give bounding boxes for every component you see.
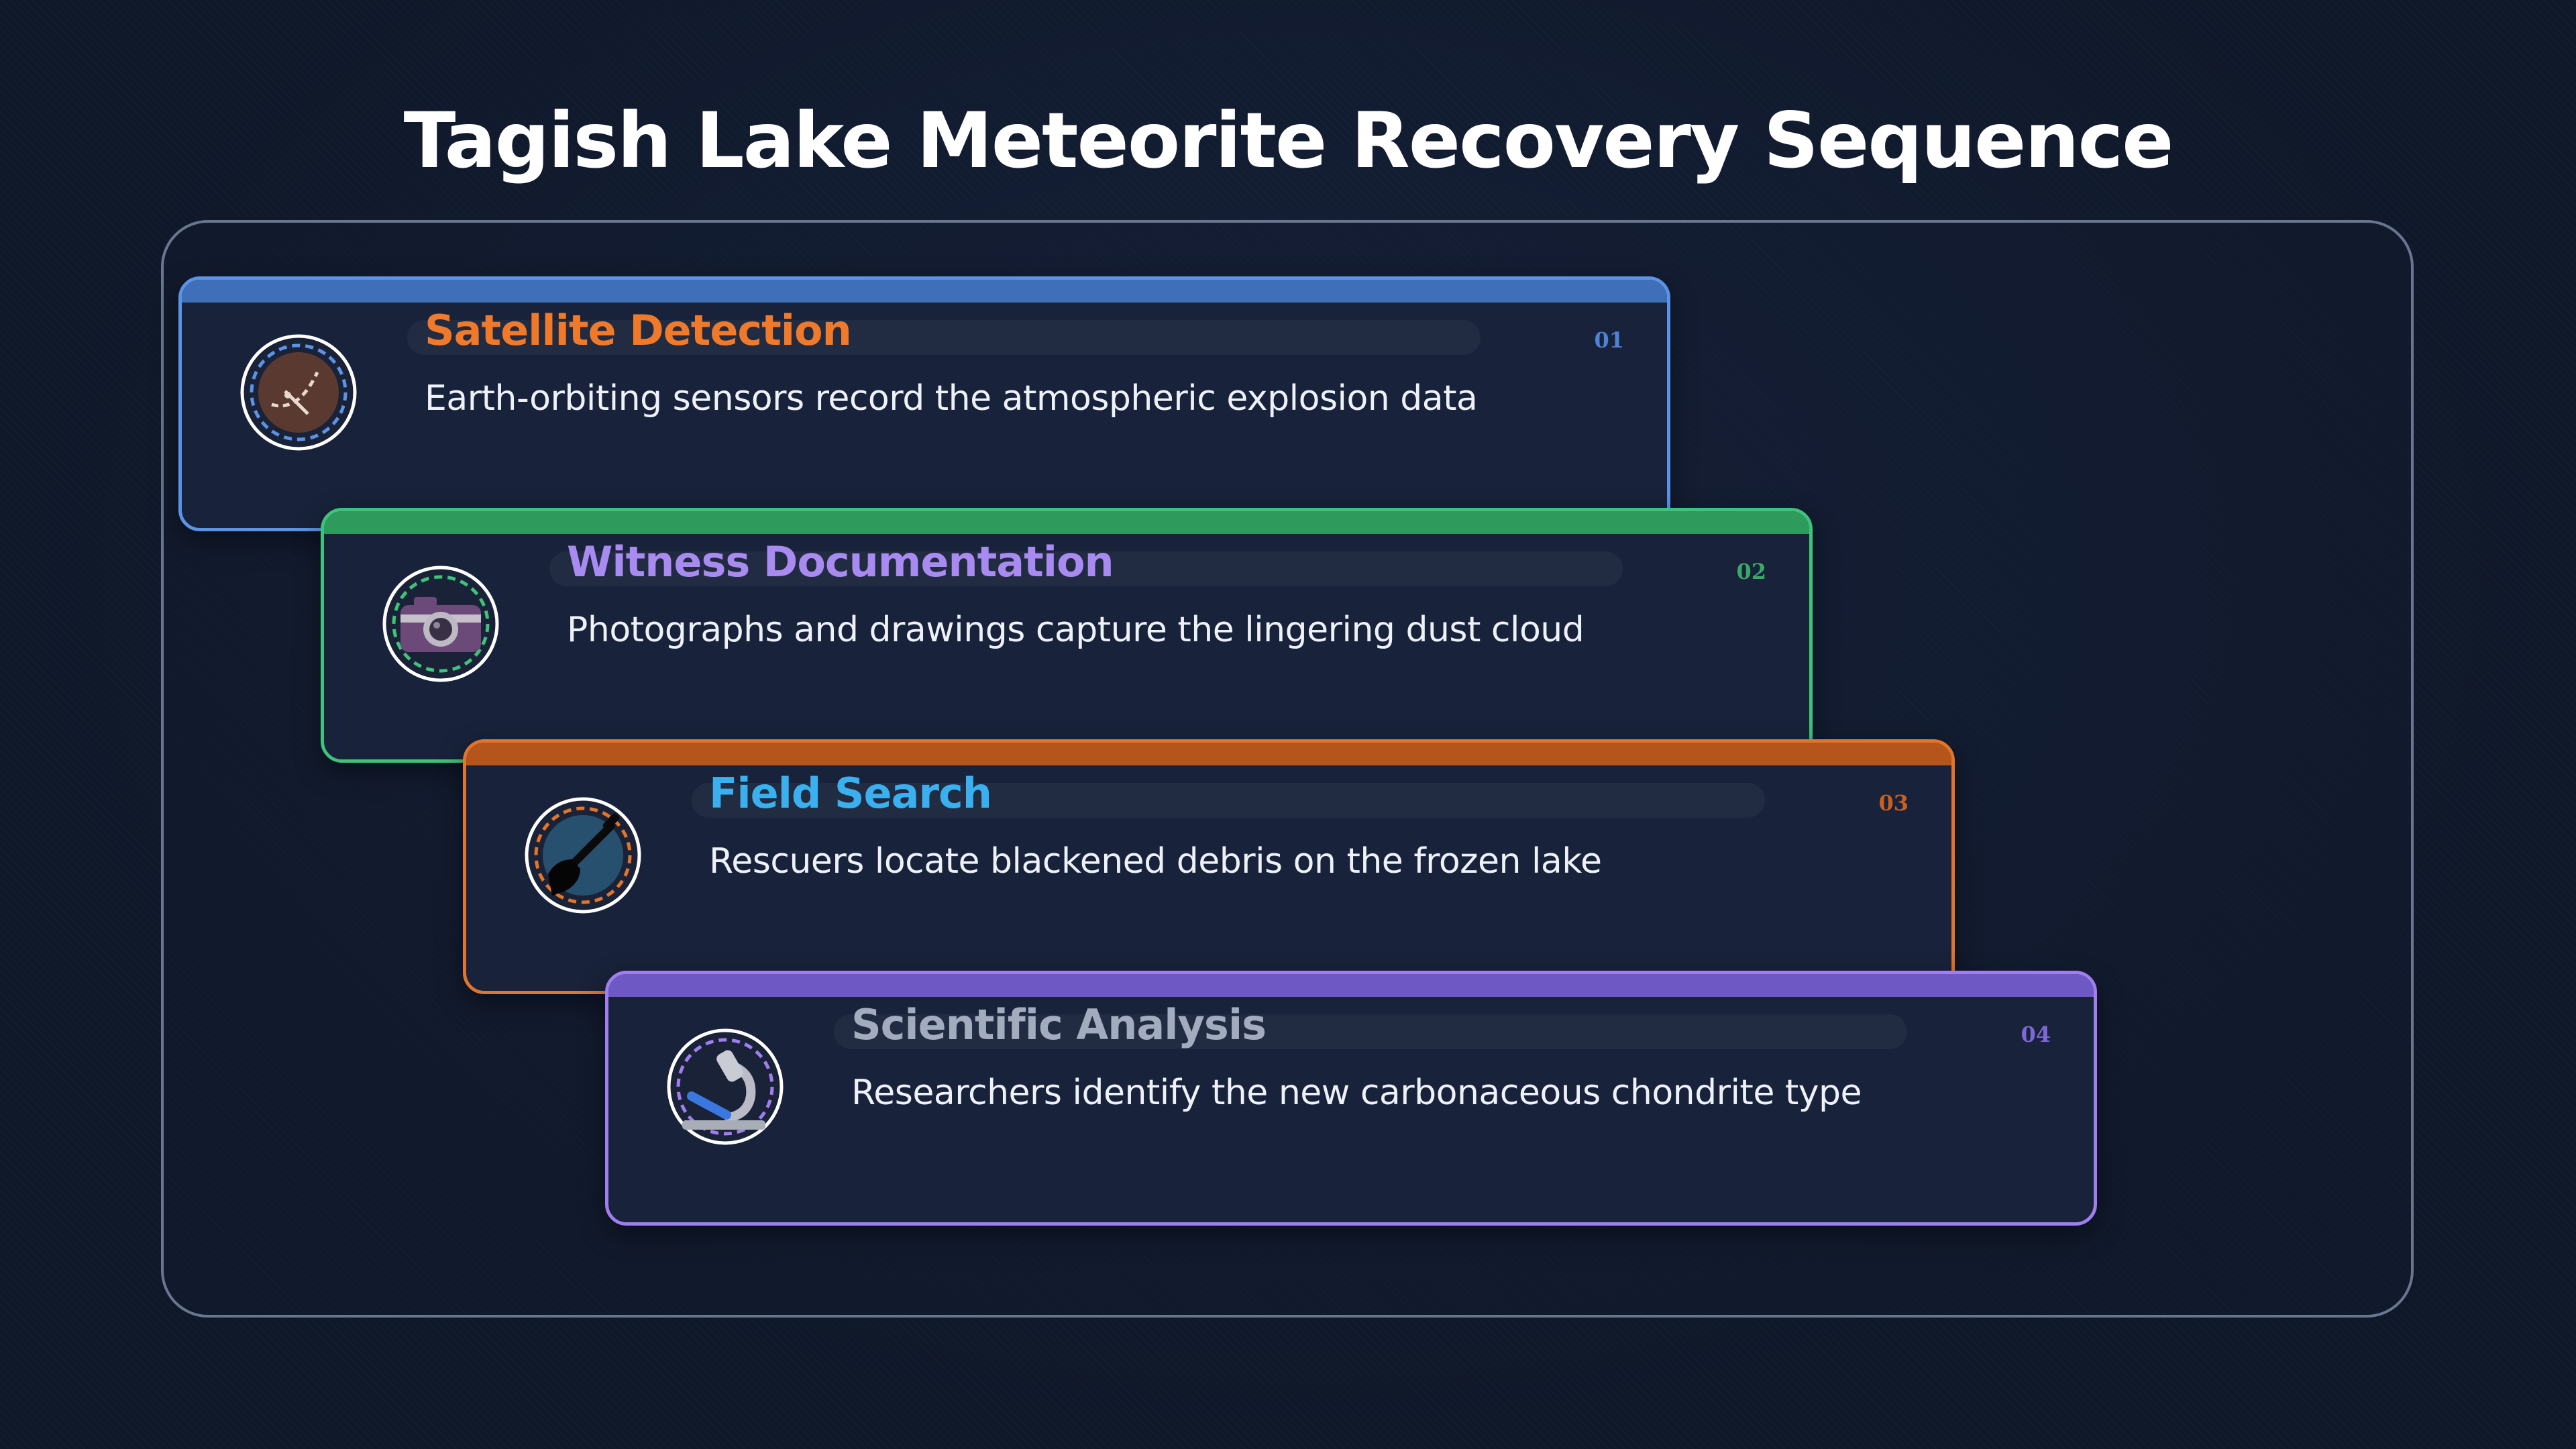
card-title-pill xyxy=(407,320,1481,355)
card-header-bar xyxy=(608,974,2094,997)
microscope-icon xyxy=(665,1026,786,1147)
shovel-icon xyxy=(523,795,643,916)
card-title-pill xyxy=(834,1014,1907,1049)
step-title: Scientific Analysis xyxy=(851,1000,1267,1049)
satellite-dish-icon xyxy=(238,332,359,453)
step-description: Researchers identify the new carbonaceou… xyxy=(851,1073,1862,1113)
camera-icon xyxy=(380,564,501,684)
step-card-field-search: Field Search Rescuers locate blackened d… xyxy=(463,739,1955,994)
step-title: Satellite Detection xyxy=(425,306,852,355)
step-title: Witness Documentation xyxy=(567,537,1114,586)
card-title-pill xyxy=(549,551,1623,586)
card-header-bar xyxy=(324,511,1809,534)
step-number: 02 xyxy=(1736,559,1766,584)
step-number: 03 xyxy=(1878,790,1909,816)
step-number: 01 xyxy=(1594,327,1624,353)
step-title: Field Search xyxy=(709,769,992,818)
step-description: Photographs and drawings capture the lin… xyxy=(567,610,1585,650)
step-card-scientific-analysis: Scientific Analysis Researchers identify… xyxy=(605,971,2097,1226)
step-card-satellite-detection: Satellite Detection Earth-orbiting senso… xyxy=(178,276,1670,531)
step-description: Rescuers locate blackened debris on the … xyxy=(709,841,1602,881)
step-number: 04 xyxy=(2021,1022,2051,1047)
page-title: Tagish Lake Meteorite Recovery Sequence xyxy=(403,96,2174,185)
card-header-bar xyxy=(182,280,1667,303)
card-title-pill xyxy=(692,783,1765,818)
step-card-witness-documentation: Witness Documentation Photographs and dr… xyxy=(321,508,1813,763)
card-header-bar xyxy=(466,743,1951,765)
step-description: Earth-orbiting sensors record the atmosp… xyxy=(425,378,1478,419)
